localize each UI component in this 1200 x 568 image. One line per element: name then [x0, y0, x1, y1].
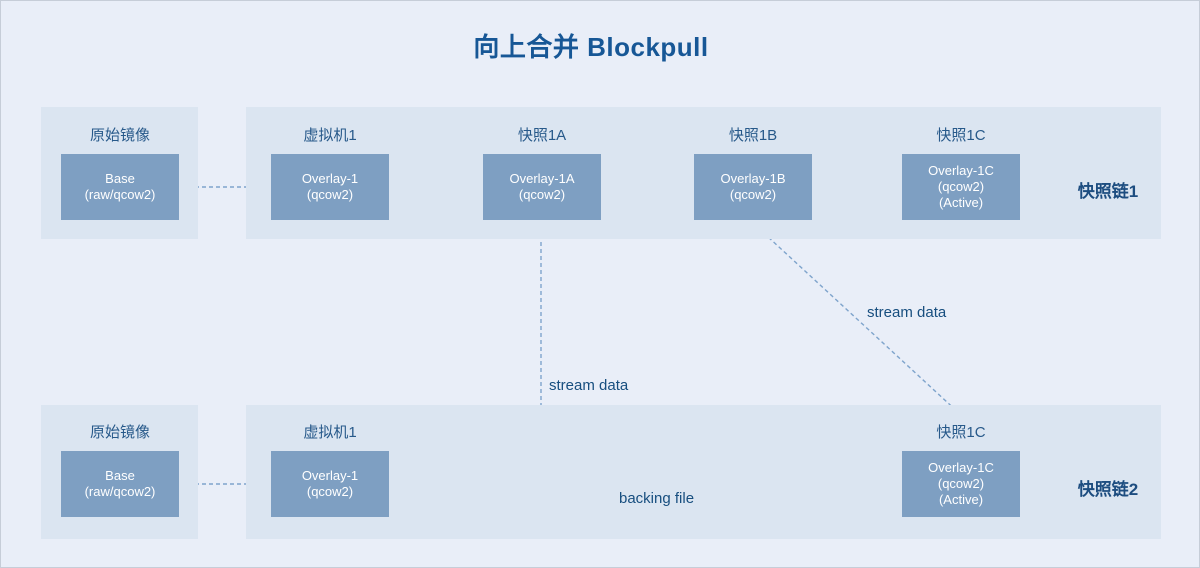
- node-base-top: Base (raw/qcow2): [61, 154, 179, 220]
- node-label-line: Overlay-1A: [509, 171, 575, 186]
- node-label-line: (qcow2): [306, 187, 354, 202]
- column-header: 原始镜像: [89, 424, 150, 441]
- node-label-line: Overlay-1B: [720, 171, 786, 186]
- node-overlay-1-top: Overlay-1 (qcow2): [271, 154, 389, 220]
- chain-1-label: 快照链1: [1077, 182, 1139, 201]
- column-header: 快照1B: [728, 127, 778, 144]
- column-header: 虚拟机1: [303, 424, 357, 441]
- node-label-line: Base: [105, 171, 135, 186]
- node-label-line: Overlay-1C: [928, 163, 994, 178]
- panel-source-image-top: 原始镜像 Base (raw/qcow2): [41, 107, 198, 239]
- node-overlay-1b: Overlay-1B (qcow2): [694, 154, 812, 220]
- node-label-line: (qcow2): [937, 179, 985, 194]
- panel-snapshot-chain-1: 虚拟机1 Overlay-1 (qcow2) 快照1A Overlay-1A (…: [246, 107, 1161, 239]
- column-header: 快照1C: [936, 127, 986, 144]
- node-label-line: (qcow2): [518, 187, 566, 202]
- node-label-line: (raw/qcow2): [84, 484, 156, 499]
- panel-snapshot-chain-2: 虚拟机1 Overlay-1 (qcow2) 快照1C Overlay-1C (…: [246, 405, 1161, 539]
- column-header: 快照1A: [517, 127, 567, 144]
- node-label-line: Overlay-1: [301, 171, 359, 186]
- node-label-line: Overlay-1C: [928, 460, 994, 475]
- node-overlay-1c-bottom: Overlay-1C (qcow2) (Active): [902, 451, 1020, 517]
- node-label-line: (qcow2): [729, 187, 777, 202]
- stream-data-label-left: stream data: [549, 377, 629, 394]
- node-label-line: (Active): [938, 492, 984, 507]
- node-base-bottom: Base (raw/qcow2): [61, 451, 179, 517]
- node-label-line: (qcow2): [937, 476, 985, 491]
- stream-data-label-right: stream data: [867, 304, 947, 321]
- backing-file-label: backing file: [619, 490, 695, 507]
- node-label-line: Base: [105, 468, 135, 483]
- column-header: 原始镜像: [89, 127, 150, 144]
- node-label-line: (qcow2): [306, 484, 354, 499]
- column-header: 快照1C: [936, 424, 986, 441]
- node-overlay-1c-top: Overlay-1C (qcow2) (Active): [902, 154, 1020, 220]
- panel-source-image-bottom: 原始镜像 Base (raw/qcow2): [41, 405, 198, 539]
- node-label-line: (raw/qcow2): [84, 187, 156, 202]
- node-label-line: (Active): [938, 195, 984, 210]
- node-overlay-1-bottom: Overlay-1 (qcow2): [271, 451, 389, 517]
- node-overlay-1a: Overlay-1A (qcow2): [483, 154, 601, 220]
- diagram-title: 向上合并 Blockpull: [473, 32, 709, 62]
- node-label-line: Overlay-1: [301, 468, 359, 483]
- column-header: 虚拟机1: [303, 127, 357, 144]
- chain-2-label: 快照链2: [1077, 480, 1139, 499]
